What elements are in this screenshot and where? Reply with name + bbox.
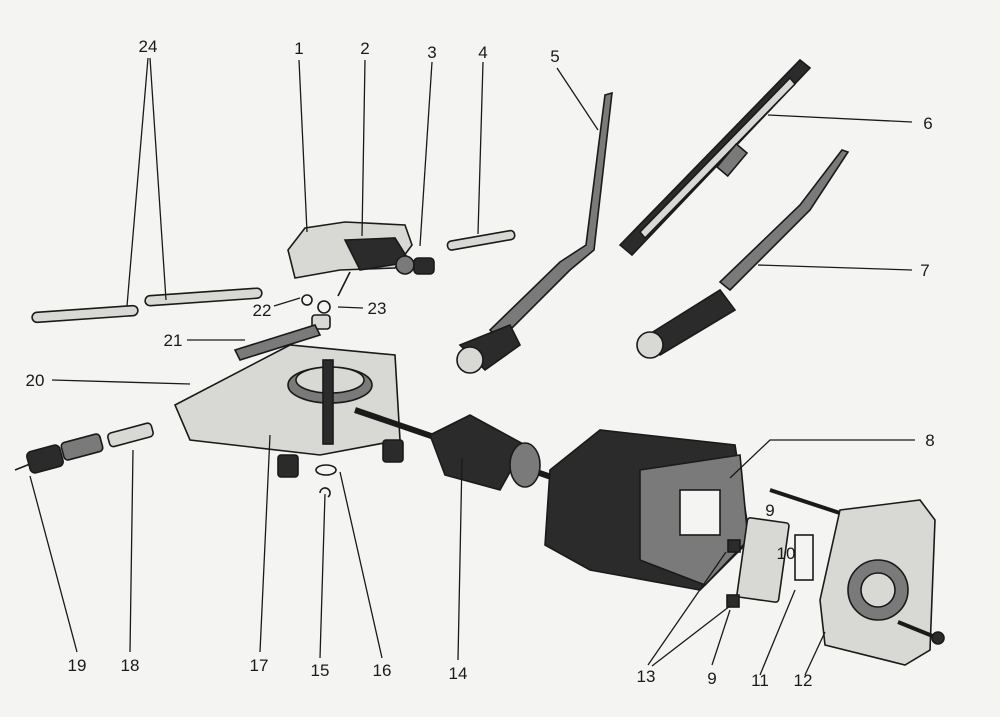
link-arm-21 (233, 324, 322, 361)
callout-6: 6 (923, 114, 932, 133)
callout-21: 21 (164, 331, 183, 350)
callout-1: 1 (294, 39, 303, 58)
wheelbox-bracket-1 (287, 221, 435, 297)
pin-4 (446, 229, 516, 251)
callout-19: 19 (68, 656, 87, 675)
callout-20: 20 (26, 371, 45, 390)
callout-17: 17 (250, 656, 269, 675)
gear-17 (287, 359, 373, 445)
callout-2: 2 (360, 39, 369, 58)
callout-24: 24 (139, 37, 158, 56)
callout-8: 8 (925, 431, 934, 450)
wiper-arm-5 (456, 91, 613, 374)
circlip-15-washer-16 (315, 464, 337, 498)
callout-12: 12 (794, 671, 813, 690)
callout-15: 15 (311, 661, 330, 680)
wiper-blade-6 (618, 58, 812, 257)
callout-7: 7 (920, 261, 929, 280)
end-cover-12 (769, 488, 945, 666)
callout-13: 13 (637, 667, 656, 686)
callout-9-upper: 9 (765, 501, 774, 520)
callout-4: 4 (478, 43, 487, 62)
tubes-24 (31, 287, 263, 324)
armature-14 (354, 407, 561, 491)
callout-10: 10 (777, 544, 796, 563)
wiper-arm-7 (636, 149, 850, 359)
callout-5: 5 (550, 47, 559, 66)
callout-9-lower: 9 (707, 669, 716, 688)
callout-16: 16 (373, 661, 392, 680)
callout-18: 18 (121, 656, 140, 675)
yoke-8 (544, 429, 751, 591)
callout-14: 14 (449, 664, 468, 683)
brushes-9-10-11-13 (726, 517, 814, 608)
callout-11: 11 (751, 671, 769, 690)
gearbox-20 (173, 344, 404, 478)
callouts: 24 1 2 3 4 5 6 7 8 9 10 11 12 13 9 14 15… (26, 37, 935, 690)
callout-23: 23 (368, 299, 387, 318)
washers-22-23 (301, 294, 331, 330)
cable-18-19 (14, 422, 154, 474)
callout-22: 22 (253, 301, 272, 320)
callout-3: 3 (427, 43, 436, 62)
leader-lines (29, 57, 915, 676)
